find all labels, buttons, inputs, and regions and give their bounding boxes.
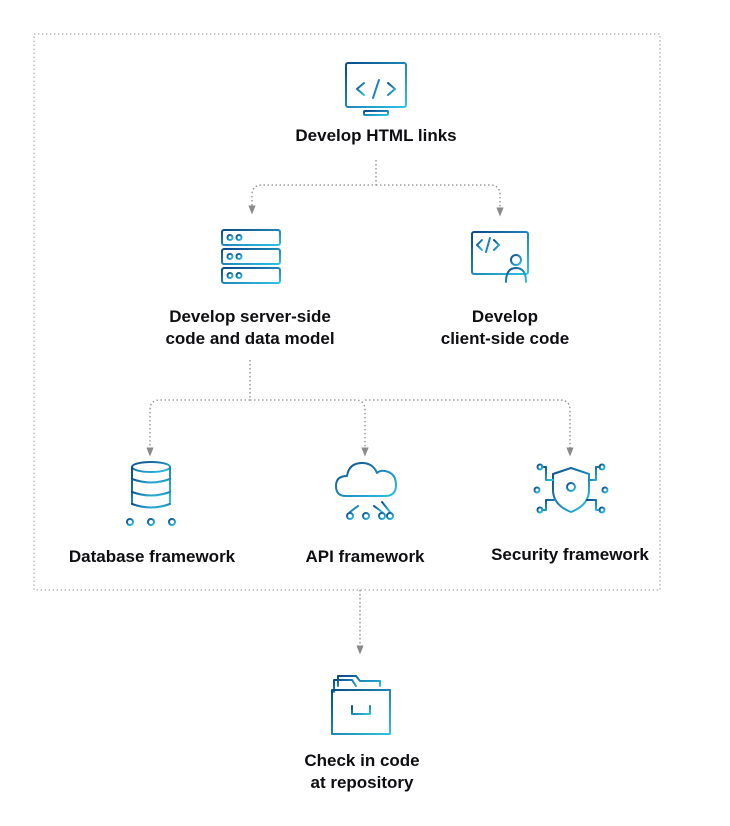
shield-lock-icon: [533, 463, 609, 514]
node-label: Database framework: [68, 547, 236, 566]
code-monitor-icon: [345, 62, 407, 116]
node-database-framework: Database framework: [40, 546, 264, 568]
node-label-line: Develop server-side: [169, 307, 331, 326]
group-boundary: [33, 33, 661, 591]
node-label: Security framework: [491, 545, 649, 564]
node-label-line: client-side code: [440, 329, 570, 348]
connector-html-to-server: [248, 160, 377, 215]
node-check-in-code: Check in code at repository: [262, 750, 462, 794]
node-develop-html-links: Develop HTML links: [226, 125, 526, 147]
node-api-framework: API framework: [270, 546, 460, 568]
code-user-screen-icon: [471, 231, 529, 283]
connectors: [146, 160, 574, 655]
server-rack-icon: [221, 229, 281, 284]
node-label-line: Develop: [471, 307, 539, 326]
node-label: Develop HTML links: [295, 126, 457, 145]
node-label-line: Check in code: [304, 751, 420, 770]
connector-server-to-security: [365, 399, 574, 457]
node-develop-server-side: Develop server-side code and data model: [130, 306, 370, 350]
node-develop-client-side: Develop client-side code: [400, 306, 610, 350]
folder-icon: [331, 675, 391, 735]
cloud-network-icon: [335, 462, 397, 520]
database-icon: [126, 461, 176, 526]
node-label-line: code and data model: [165, 329, 335, 348]
connector-server-to-database: [146, 360, 251, 457]
node-label: API framework: [305, 547, 425, 566]
node-label-line: at repository: [310, 773, 414, 792]
connector-html-to-client: [376, 184, 504, 217]
connector-server-to-api: [250, 399, 369, 457]
node-security-framework: Security framework: [460, 544, 680, 566]
